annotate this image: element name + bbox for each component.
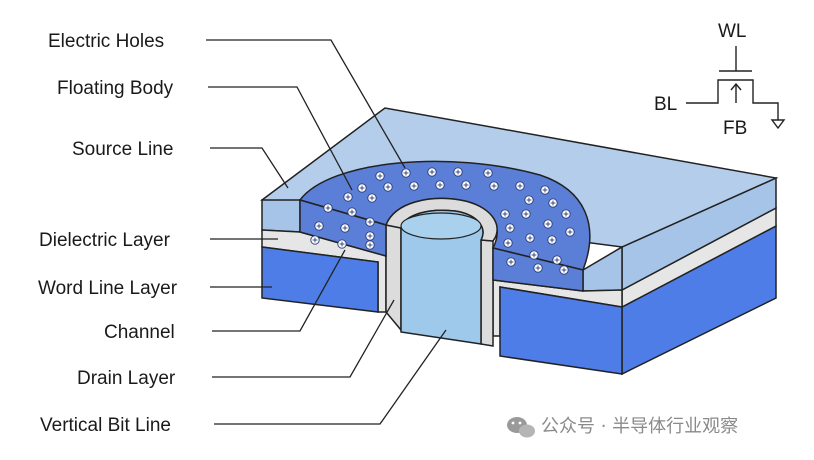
label-vertical-bit-line: Vertical Bit Line bbox=[40, 415, 171, 436]
label-word-line-layer: Word Line Layer bbox=[38, 278, 178, 299]
electric-hole bbox=[561, 209, 571, 219]
electric-hole bbox=[547, 235, 557, 245]
bit-line-top bbox=[400, 212, 482, 240]
electric-hole bbox=[427, 167, 437, 177]
device-block bbox=[260, 107, 779, 376]
electric-hole bbox=[505, 223, 515, 233]
electric-hole bbox=[343, 192, 353, 202]
label-dielectric-layer: Dielectric Layer bbox=[39, 230, 171, 251]
electric-hole bbox=[489, 181, 499, 191]
channel-left bbox=[385, 224, 402, 333]
label-channel: Channel bbox=[104, 322, 175, 343]
electric-hole bbox=[515, 181, 525, 191]
symbol-bl-label: BL bbox=[654, 94, 677, 115]
label-floating-body: Floating Body bbox=[57, 78, 174, 99]
electric-hole bbox=[533, 263, 543, 273]
leader-electric-holes bbox=[206, 39, 406, 169]
electric-hole bbox=[503, 238, 513, 248]
labels: Electric Holes Floating Body Source Line… bbox=[38, 31, 178, 436]
electric-hole bbox=[323, 203, 333, 213]
electric-hole bbox=[383, 182, 393, 192]
leader-vertical-bit-line bbox=[214, 329, 447, 425]
electric-hole bbox=[340, 223, 350, 233]
electric-hole bbox=[540, 185, 550, 195]
electric-hole bbox=[409, 181, 419, 191]
word-line-front-left bbox=[261, 246, 379, 313]
electric-hole bbox=[552, 255, 562, 265]
electric-holes bbox=[310, 167, 575, 275]
electric-hole bbox=[521, 209, 531, 219]
channel-right bbox=[480, 239, 494, 347]
electric-hole bbox=[435, 180, 445, 190]
leader-channel bbox=[212, 249, 346, 332]
leader-floating-body bbox=[208, 86, 353, 191]
word-line-front-right bbox=[499, 286, 623, 375]
electric-hole bbox=[543, 219, 553, 229]
symbol-wl-label: WL bbox=[718, 21, 747, 42]
wechat-icon bbox=[507, 417, 535, 438]
electric-hole bbox=[529, 250, 539, 260]
label-source-line: Source Line bbox=[72, 139, 173, 160]
electric-hole bbox=[310, 235, 320, 245]
electric-hole bbox=[314, 221, 324, 231]
watermark: 公众号 · 半导体行业观察 bbox=[507, 416, 738, 438]
electric-hole bbox=[337, 239, 347, 249]
electric-hole bbox=[548, 198, 558, 208]
electric-hole bbox=[367, 193, 377, 203]
electric-hole bbox=[524, 195, 534, 205]
transistor-symbol: WL BL FB bbox=[654, 21, 786, 139]
electric-hole bbox=[347, 207, 357, 217]
electric-hole bbox=[525, 233, 535, 243]
electric-hole bbox=[365, 231, 375, 241]
source-line-front-right bbox=[582, 245, 623, 292]
label-drain-layer: Drain Layer bbox=[77, 368, 176, 389]
symbol-channel-line bbox=[686, 79, 779, 120]
electric-hole bbox=[461, 180, 471, 190]
electric-hole bbox=[483, 168, 493, 178]
electric-hole bbox=[401, 168, 411, 178]
leader-drain-layer bbox=[212, 299, 395, 378]
electric-hole bbox=[565, 227, 575, 237]
electric-hole bbox=[453, 167, 463, 177]
electric-hole bbox=[365, 240, 375, 250]
leader-source-line bbox=[210, 147, 289, 189]
electric-hole bbox=[500, 209, 510, 219]
electric-hole bbox=[375, 171, 385, 181]
electric-hole bbox=[365, 217, 375, 227]
electric-hole bbox=[559, 265, 569, 275]
symbol-arrow-head bbox=[730, 82, 742, 91]
source-line-front-left bbox=[261, 199, 301, 233]
label-electric-holes: Electric Holes bbox=[48, 31, 164, 52]
watermark-text: 公众号 · 半导体行业观察 bbox=[541, 416, 738, 437]
symbol-fb-label: FB bbox=[723, 118, 747, 139]
electric-hole bbox=[506, 257, 516, 267]
ground-icon bbox=[770, 119, 786, 130]
leader-lines bbox=[206, 39, 447, 425]
electric-hole bbox=[357, 183, 367, 193]
